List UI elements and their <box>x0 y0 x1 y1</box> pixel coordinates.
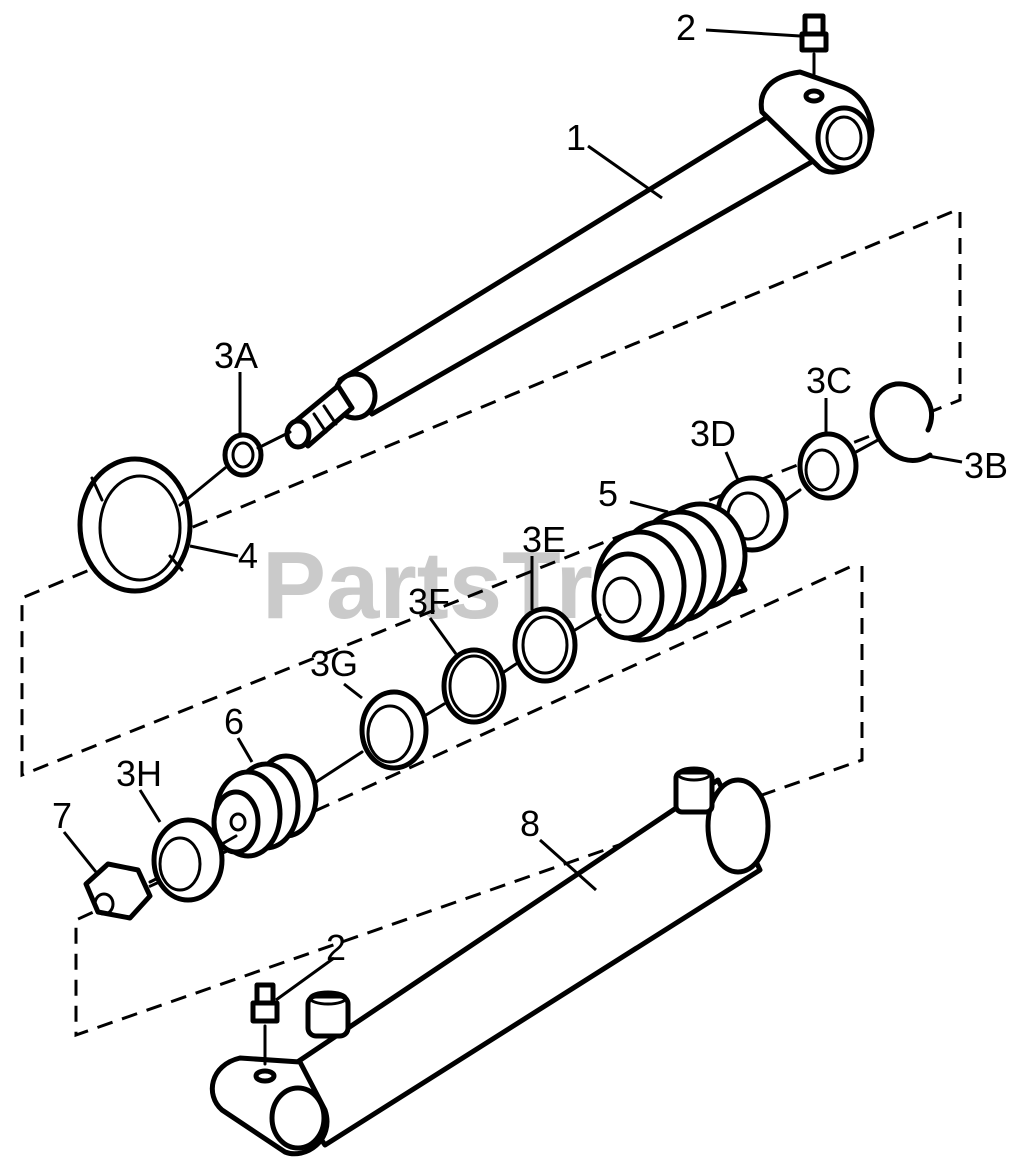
axis-line-3A-to-4 <box>178 466 227 507</box>
axis-line-3E-to-5 <box>573 613 602 632</box>
leader-2-top <box>705 28 801 38</box>
part-3F-o-ring <box>441 647 507 725</box>
leader-7 <box>62 831 98 873</box>
part-8-cylinder-tube <box>209 766 771 1157</box>
leader-3F <box>428 617 458 655</box>
leader-1 <box>587 144 663 200</box>
axis-line-3G-to-3F <box>424 702 446 717</box>
callout-3A: 3A <box>214 335 258 376</box>
callout-3H: 3H <box>116 753 162 794</box>
axis-line-3C-to-3B <box>854 438 880 454</box>
leader-4 <box>189 544 239 558</box>
leader-3H <box>138 789 162 823</box>
leader-3B <box>927 454 963 464</box>
callout-1: 1 <box>566 117 586 158</box>
axis-line-rod-to-3A <box>256 430 292 450</box>
dashed-outline-piston-group <box>20 210 962 778</box>
callout-3E: 3E <box>522 519 566 560</box>
callout-7: 7 <box>52 795 72 836</box>
part-6-piston <box>211 753 319 859</box>
callout-3B: 3B <box>964 445 1008 486</box>
axis-line-3H-to-6 <box>220 834 238 846</box>
leader-5 <box>629 500 669 514</box>
callout-5: 5 <box>598 473 618 514</box>
callout-2-top: 2 <box>676 7 696 48</box>
callout-2-bottom: 2 <box>326 927 346 968</box>
axis-line-6-to-3G <box>314 750 364 784</box>
part-7-hex-nut <box>83 861 153 921</box>
callout-3G: 3G <box>310 643 358 684</box>
callout-4: 4 <box>238 535 258 576</box>
axis-line-3D-to-3C <box>784 488 802 502</box>
part-3B-snap-ring <box>869 381 935 463</box>
part-3G-piston-seal <box>359 689 429 771</box>
callout-3F: 3F <box>408 581 450 622</box>
part-4-gland-nut <box>77 456 193 594</box>
part-3A-o-ring <box>222 432 264 478</box>
part-5-gland <box>591 501 748 643</box>
callout-3C: 3C <box>806 360 852 401</box>
callout-6: 6 <box>224 701 244 742</box>
leader-6 <box>236 737 254 763</box>
callout-3D: 3D <box>690 413 736 454</box>
part-3C-wiper-seal <box>797 431 859 501</box>
dashed-outline-tube-group <box>74 564 864 1038</box>
axis-line-7-to-3H <box>148 876 160 884</box>
part-2-grease-fitting-top <box>799 13 829 76</box>
leader-3G <box>343 682 363 700</box>
part-2-grease-fitting-bottom <box>250 982 280 1066</box>
part-3H-seal <box>151 817 225 903</box>
leader-8 <box>539 838 597 892</box>
axis-line-3F-to-3E <box>502 662 518 674</box>
part-3E-backup-ring <box>512 606 578 684</box>
leader-2-bottom <box>275 956 335 1002</box>
callout-8: 8 <box>520 803 540 844</box>
leader-3D <box>724 451 740 481</box>
